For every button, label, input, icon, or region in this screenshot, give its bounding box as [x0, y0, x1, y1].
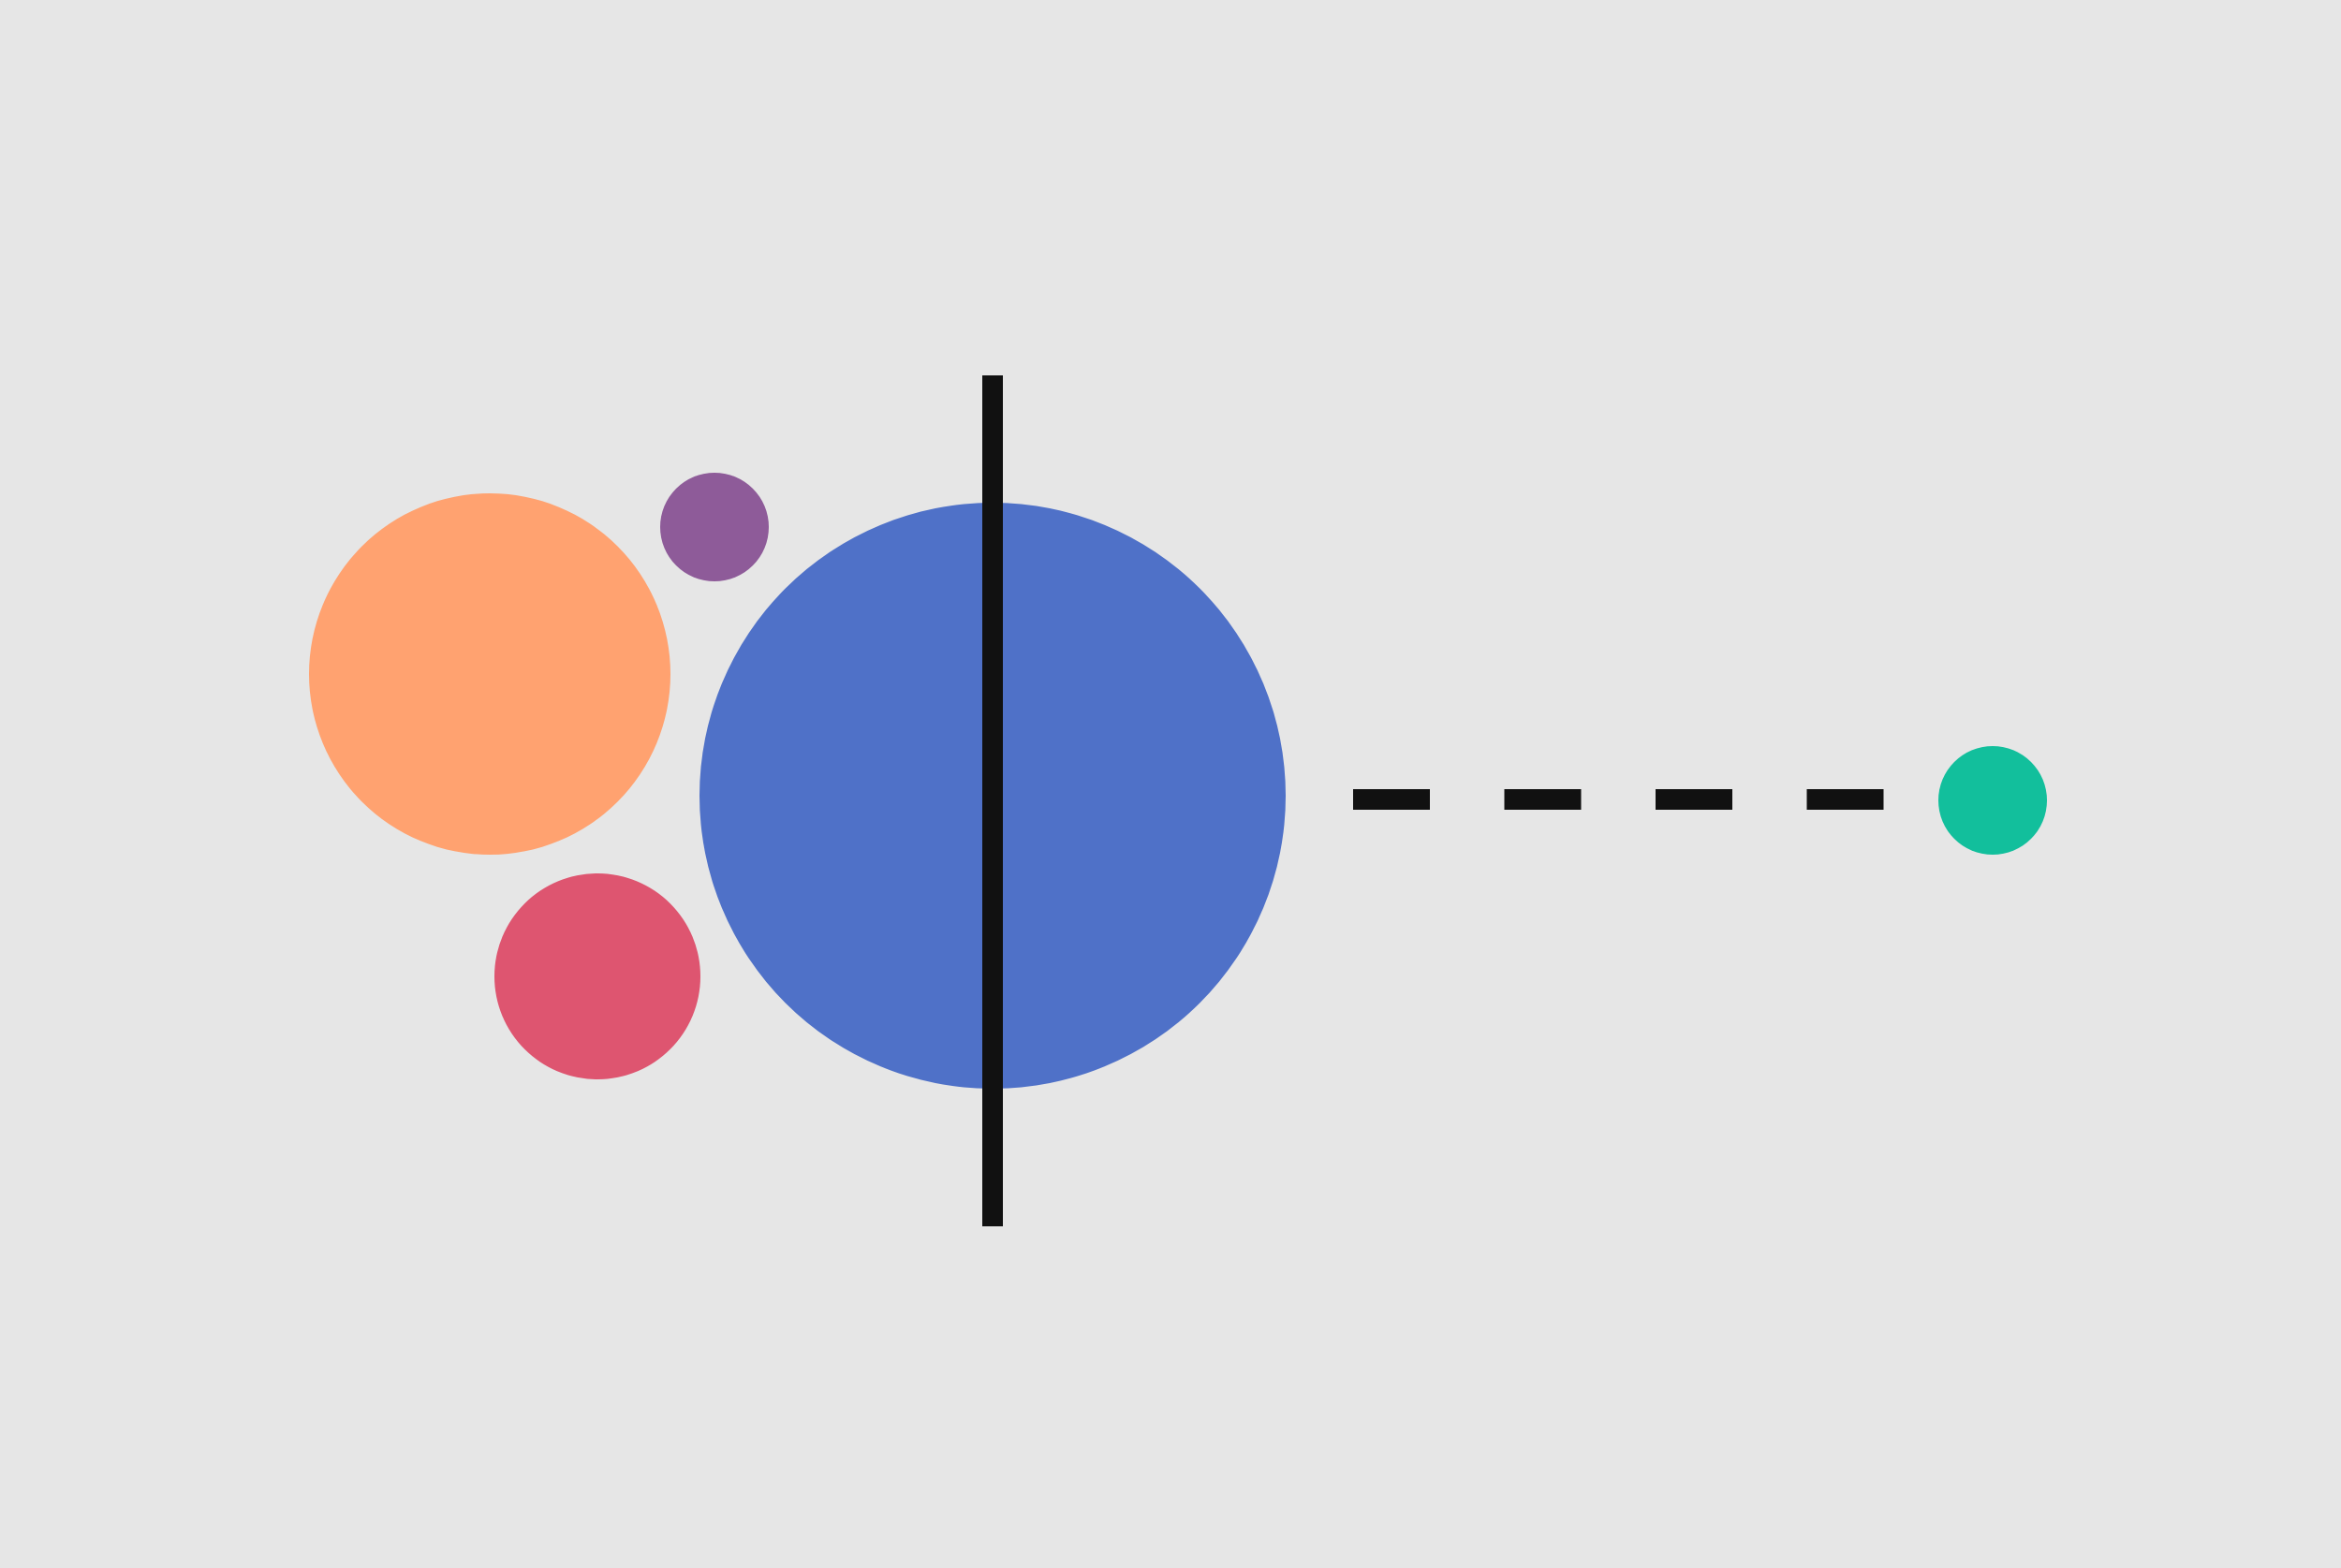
dash-segment: [1806, 789, 1884, 810]
red-circle: [494, 873, 700, 1079]
dashed-line: [1353, 789, 1884, 810]
dash-segment: [1504, 789, 1582, 810]
vertical-bar: [982, 375, 1003, 1226]
teal-circle: [1938, 746, 2047, 855]
purple-circle: [660, 473, 769, 581]
dash-segment: [1353, 789, 1430, 810]
orange-circle: [309, 493, 670, 855]
dash-segment: [1656, 789, 1732, 810]
